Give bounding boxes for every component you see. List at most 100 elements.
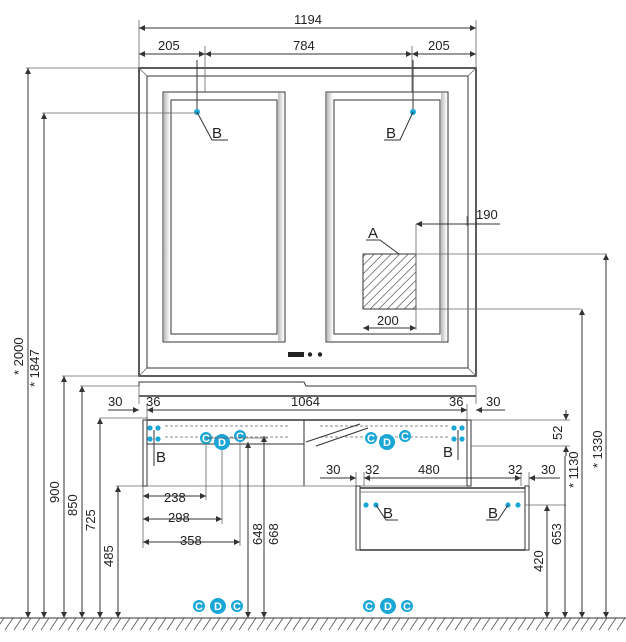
floor-hatch-line: [445, 617, 455, 631]
label-b-cabinet-right: B: [443, 444, 453, 461]
dim-h-1130: * 1130: [566, 451, 581, 488]
conn-c: C: [367, 433, 375, 445]
floor-hatch-line: [256, 617, 266, 631]
floor-cdc-right: C D C: [363, 598, 413, 614]
conn-c: C: [401, 431, 409, 443]
lower-shelf-unit: [355, 485, 530, 551]
dim-shelf-left-30: 30: [326, 462, 340, 477]
conn-d: D: [383, 437, 391, 449]
conn-c: C: [233, 601, 241, 613]
mirror-panel-left: [162, 91, 286, 343]
floor-hatch-line: [0, 617, 5, 625]
horizontal-offset-dims: 238 298 358: [142, 442, 241, 548]
floor-hatch-line: [382, 617, 392, 631]
dim-shelf-right-32: 32: [508, 462, 522, 477]
dim-668: 668: [266, 523, 281, 545]
floor-cdc-left: C D C: [193, 598, 243, 614]
floor-hatch-line: [40, 617, 50, 631]
floor-hatch-line: [616, 617, 626, 631]
label-b-shelf-left: B: [383, 505, 393, 522]
floor-hatch-line: [463, 617, 473, 631]
floor-hatch-line: [139, 617, 149, 631]
floor-hatch-line: [130, 617, 140, 631]
floor-hatch-line: [22, 617, 32, 631]
top-dimensions: 1194 205 784 205: [138, 12, 477, 92]
floor-hatch-line: [112, 617, 122, 631]
dim-cab-left-36: 36: [146, 394, 160, 409]
floor-hatch-line: [67, 617, 77, 631]
floor-hatch-line: [13, 617, 23, 631]
conn-c: C: [202, 433, 210, 445]
floor-hatch-line: [283, 617, 293, 631]
floor-hatch-line: [328, 617, 338, 631]
dim-mirror-side-left: 205: [158, 38, 180, 53]
dim-h-725: 725: [83, 509, 98, 531]
dim-mirror-middle: 784: [293, 38, 315, 53]
mirror-frame: [138, 67, 477, 377]
dim-cab-width: 1064: [291, 394, 320, 409]
floor-hatch-line: [400, 617, 410, 631]
dim-648: 648: [250, 523, 265, 545]
floor-hatch-line: [184, 617, 194, 631]
dim-h-1330: * 1330: [590, 430, 605, 468]
dim-shelf-right-30: 30: [541, 462, 555, 477]
conn-c: C: [236, 431, 244, 443]
floor-hatch-line: [193, 617, 203, 631]
left-vertical-dimensions: * 2000 * 1847 900 850 725 485: [11, 67, 197, 618]
dims-648-668: 648 668: [206, 436, 281, 618]
conn-c: C: [195, 601, 203, 613]
label-b-shelf-right: B: [488, 505, 498, 522]
floor-hatch-line: [499, 617, 509, 631]
dim-238: 238: [164, 490, 186, 505]
floor-hatch-line: [364, 617, 374, 631]
dim-h-850: 850: [65, 494, 80, 516]
floor-hatch-line: [58, 617, 68, 631]
floor-hatch-line: [418, 617, 428, 631]
floor-hatch-line: [292, 617, 302, 631]
dim-h-653: 653: [549, 523, 564, 545]
cabinet-dimensions: 30 36 1064 36 30: [108, 394, 505, 420]
floor-hatch-line: [76, 617, 86, 631]
floor-hatch-line: [337, 617, 347, 631]
right-vertical-dimensions: 420 653 * 1130 * 1330: [525, 254, 609, 618]
conn-d: D: [384, 601, 392, 613]
floor-hatch-line: [31, 617, 41, 631]
dim-52-group: 52: [471, 410, 570, 456]
label-a: A: [368, 225, 378, 242]
cabinet-b-markers: B B: [147, 425, 465, 466]
floor-hatch-line: [436, 617, 446, 631]
floor-hatch-line: [607, 617, 617, 631]
floor-hatch-line: [238, 617, 248, 631]
floor-hatch-line: [553, 617, 563, 631]
floor-hatch-line: [472, 617, 482, 631]
floor-hatch-line: [274, 617, 284, 631]
floor-hatch-line: [589, 617, 599, 631]
floor-hatch-line: [157, 617, 167, 631]
floor-hatch-line: [535, 617, 545, 631]
floor-hatch-line: [580, 617, 590, 631]
floor-hatch-line: [544, 617, 554, 631]
floor-hatch-line: [409, 617, 419, 631]
floor-hatch-line: [346, 617, 356, 631]
floor: [0, 617, 626, 631]
floor-hatch-line: [247, 617, 257, 631]
floor-hatch-line: [508, 617, 518, 631]
dim-52: 52: [550, 426, 565, 440]
dim-cab-right-36: 36: [449, 394, 463, 409]
cabinet-cdc-right: C D C: [365, 430, 411, 450]
floor-hatch-line: [571, 617, 581, 631]
floor-hatch-line: [481, 617, 491, 631]
floor-hatch-line: [103, 617, 113, 631]
dim-298: 298: [168, 510, 190, 525]
dim-190: 190: [476, 207, 498, 222]
floor-hatch-line: [94, 617, 104, 631]
floor-hatch-line: [211, 617, 221, 631]
label-b-mirror-right: B: [386, 125, 396, 142]
floor-hatch-line: [490, 617, 500, 631]
mirror-panel-right: [325, 91, 449, 343]
floor-hatch-line: [310, 617, 320, 631]
floor-hatch-line: [85, 617, 95, 631]
mirror-switch: [288, 352, 323, 357]
